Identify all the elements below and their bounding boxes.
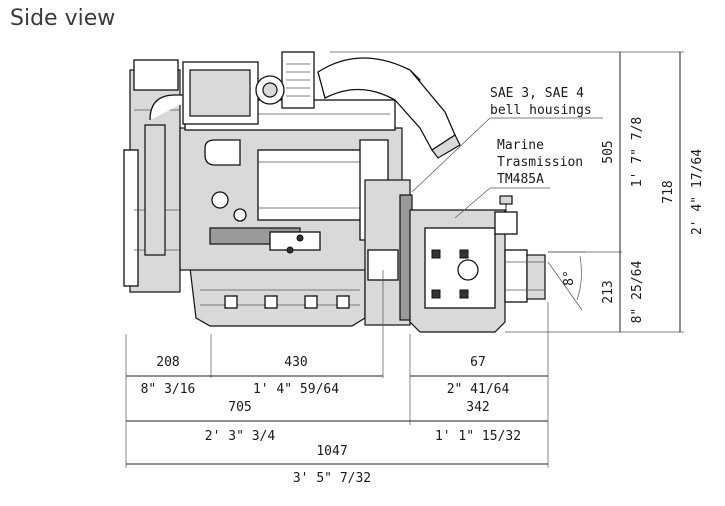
transmission-label-line1: Marine <box>497 138 544 153</box>
dim-342-inch: 1' 1" 15/32 <box>435 429 521 444</box>
transmission-label-line3: TM485A <box>497 172 544 187</box>
transmission-label-line2: Trasmission <box>497 155 583 170</box>
bell-housing-label-line1: SAE 3, SAE 4 <box>490 86 584 101</box>
dim-213: 213 <box>601 280 616 303</box>
horizontal-dimensions: 208 430 67 8" 3/16 1' 4" 59/64 2" 41/64 … <box>125 270 549 486</box>
dim-718: 718 <box>661 180 676 203</box>
dim-208-inch: 8" 3/16 <box>141 382 196 397</box>
dim-505: 505 <box>601 140 616 163</box>
dim-342: 342 <box>466 400 489 415</box>
vertical-dimensions: 505 1' 7" 7/8 213 8" 25/64 718 2' 4" 17/… <box>330 51 705 333</box>
dim-705-inch: 2' 3" 3/4 <box>205 429 276 444</box>
bell-housing-callout: SAE 3, SAE 4 bell housings <box>411 86 603 193</box>
dim-67-inch: 2" 41/64 <box>447 382 510 397</box>
shaft-angle: 8° <box>562 270 577 286</box>
dim-430: 430 <box>284 355 307 370</box>
dim-505-inch: 1' 7" 7/8 <box>630 117 645 187</box>
page-title: Side view <box>10 6 116 31</box>
dim-705: 705 <box>228 400 251 415</box>
dim-718-inch: 2' 4" 17/64 <box>690 149 705 235</box>
dim-67: 67 <box>470 355 486 370</box>
dim-430-inch: 1' 4" 59/64 <box>253 382 339 397</box>
bell-housing-label-line2: bell housings <box>490 103 592 118</box>
dim-1047-inch: 3' 5" 7/32 <box>293 471 371 486</box>
transmission-callout: Marine Trasmission TM485A <box>454 138 583 219</box>
dim-208: 208 <box>156 355 179 370</box>
engine-illustration <box>123 51 546 333</box>
dim-1047: 1047 <box>316 444 347 459</box>
dim-213-inch: 8" 25/64 <box>630 261 645 324</box>
